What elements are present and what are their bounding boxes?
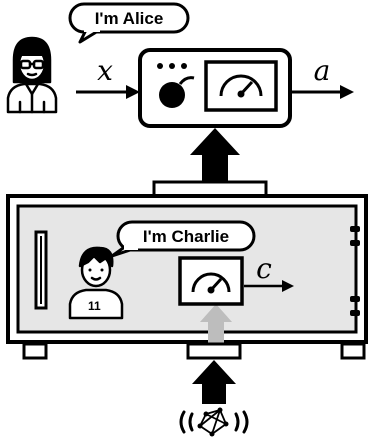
charlie-speech-bubble: I'm Charlie	[112, 222, 254, 256]
alice-avatar-icon	[8, 38, 56, 112]
alice-speech-bubble: I'm Alice	[70, 4, 188, 42]
output-label-a: a	[314, 54, 331, 87]
top-gauge-icon	[206, 62, 276, 110]
input-label-x: x	[97, 54, 113, 87]
input-arrow	[76, 85, 140, 99]
door-handle-icon	[36, 232, 46, 308]
bottom-upward-arrow	[192, 360, 236, 404]
charlie-speech-text: I'm Charlie	[143, 227, 229, 246]
inner-output-label-c: c	[256, 252, 272, 285]
network-broadcast-icon	[181, 408, 247, 437]
top-plinth	[154, 182, 266, 196]
upward-arrow	[190, 128, 240, 182]
inner-gauge-icon	[180, 258, 242, 304]
alice-speech-text: I'm Alice	[95, 9, 164, 28]
svg-text:11: 11	[88, 299, 101, 313]
bottom-plinth	[188, 344, 240, 358]
output-arrow	[292, 85, 354, 99]
